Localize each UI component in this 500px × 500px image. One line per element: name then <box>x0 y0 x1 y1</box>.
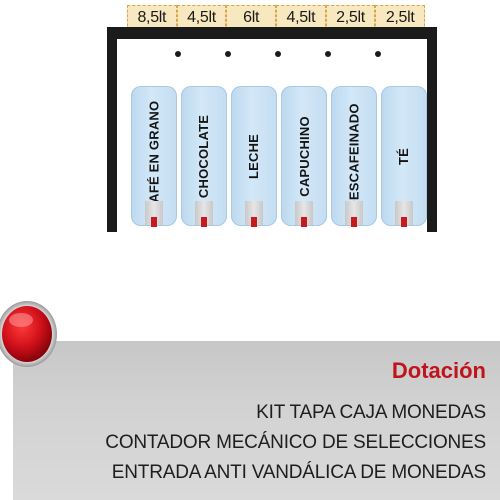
info-line: ENTRADA ANTI VANDÁLICA DE MONEDAS <box>111 462 486 483</box>
capacity-label: 6lt <box>226 5 277 31</box>
hopper-nozzle <box>201 217 207 227</box>
connector-dot <box>375 51 381 57</box>
info-title: Dotación <box>391 358 486 383</box>
connector-dot <box>225 51 231 57</box>
hopper-nozzle <box>301 217 307 227</box>
hopper-neck <box>345 201 363 225</box>
hopper-neck <box>195 201 213 225</box>
info-panel <box>13 341 500 500</box>
hopper-neck <box>245 201 263 225</box>
capacity-label: 2,5lt <box>325 5 376 31</box>
hopper-label: TÉ <box>396 147 412 165</box>
canister-bay: CAFÉ EN GRANO CHOCOLATE LECHE CAPUCHINO <box>117 39 427 232</box>
red-bullet-icon <box>0 301 57 367</box>
capacity-row: 8,5lt 4,5lt 6lt 4,5lt 2,5lt 2,5lt <box>127 5 426 31</box>
hopper-label: CAFÉ EN GRANO <box>146 100 162 212</box>
hopper-label: CAPUCHINO <box>296 115 312 197</box>
hopper-label: CHOCOLATE <box>196 114 212 198</box>
hopper-label: DESCAFEINADO <box>346 102 362 210</box>
hopper-neck <box>295 201 313 225</box>
hopper-nozzle <box>351 217 357 227</box>
connector-dot <box>275 51 281 57</box>
info-line: CONTADOR MECÁNICO DE SELECCIONES <box>105 432 486 453</box>
machine-body: CAFÉ EN GRANO CHOCOLATE LECHE CAPUCHINO <box>107 27 437 232</box>
connector-dot <box>175 51 181 57</box>
hopper-label: LECHE <box>246 133 262 179</box>
connector-dot <box>325 51 331 57</box>
hopper-neck <box>145 201 163 225</box>
hopper-neck <box>395 201 413 225</box>
hopper-nozzle <box>401 217 407 227</box>
hopper-nozzle <box>151 217 157 227</box>
hopper-nozzle <box>251 217 257 227</box>
info-line: KIT TAPA CAJA MONEDAS <box>256 402 486 423</box>
capacity-label: 2,5lt <box>375 5 426 31</box>
capacity-label: 8,5lt <box>127 5 177 31</box>
